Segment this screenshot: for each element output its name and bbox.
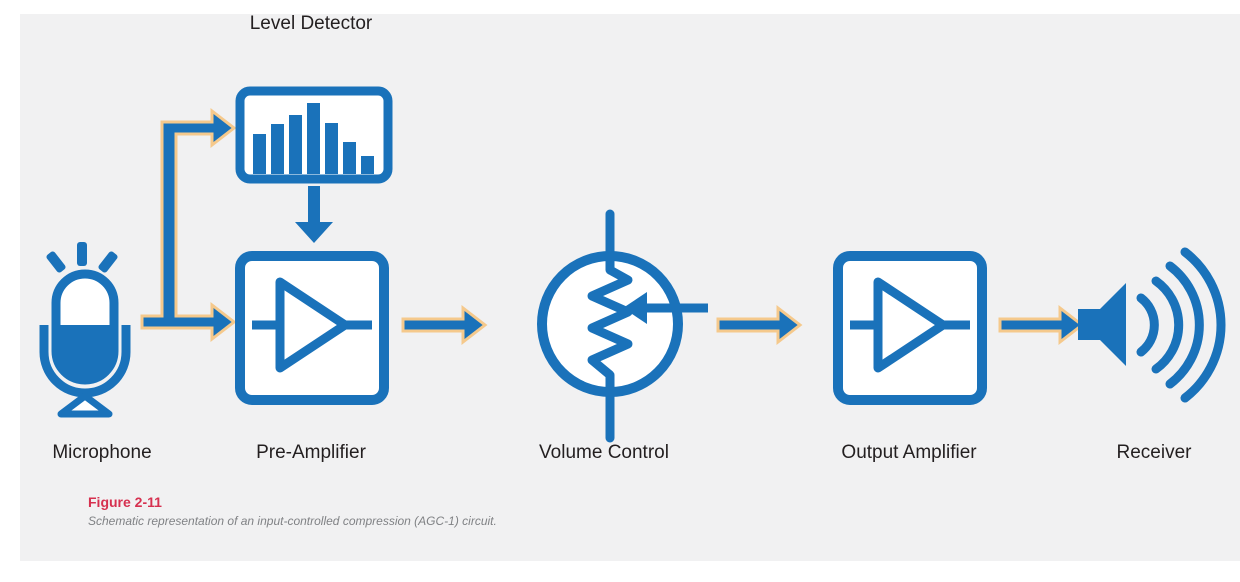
bar-graph-icon: [235, 86, 393, 184]
variable-resistor-icon: [537, 209, 708, 443]
amplifier-triangle-icon: [235, 251, 389, 405]
receiver-label: Receiver: [1116, 442, 1192, 463]
speaker-icon: [1078, 247, 1226, 403]
amplifier-triangle-icon: [833, 251, 987, 405]
volume-control-label: Volume Control: [539, 442, 669, 463]
signal-arrow-2: [716, 306, 802, 344]
control-arrow: [295, 186, 333, 243]
signal-arrow-3: [998, 306, 1084, 344]
microphone-label: Microphone: [52, 442, 152, 463]
pre-amplifier-label: Pre-Amplifier: [256, 442, 366, 463]
level-detector-label: Level Detector: [249, 13, 373, 34]
microphone-icon: [39, 242, 131, 418]
signal-arrow-1: [401, 306, 487, 344]
figure-title: Figure 2-11: [88, 494, 162, 510]
output-amplifier-label: Output Amplifier: [841, 442, 977, 463]
signal-branch-arrow: [140, 107, 237, 343]
figure-caption: Schematic representation of an input-con…: [88, 514, 497, 528]
